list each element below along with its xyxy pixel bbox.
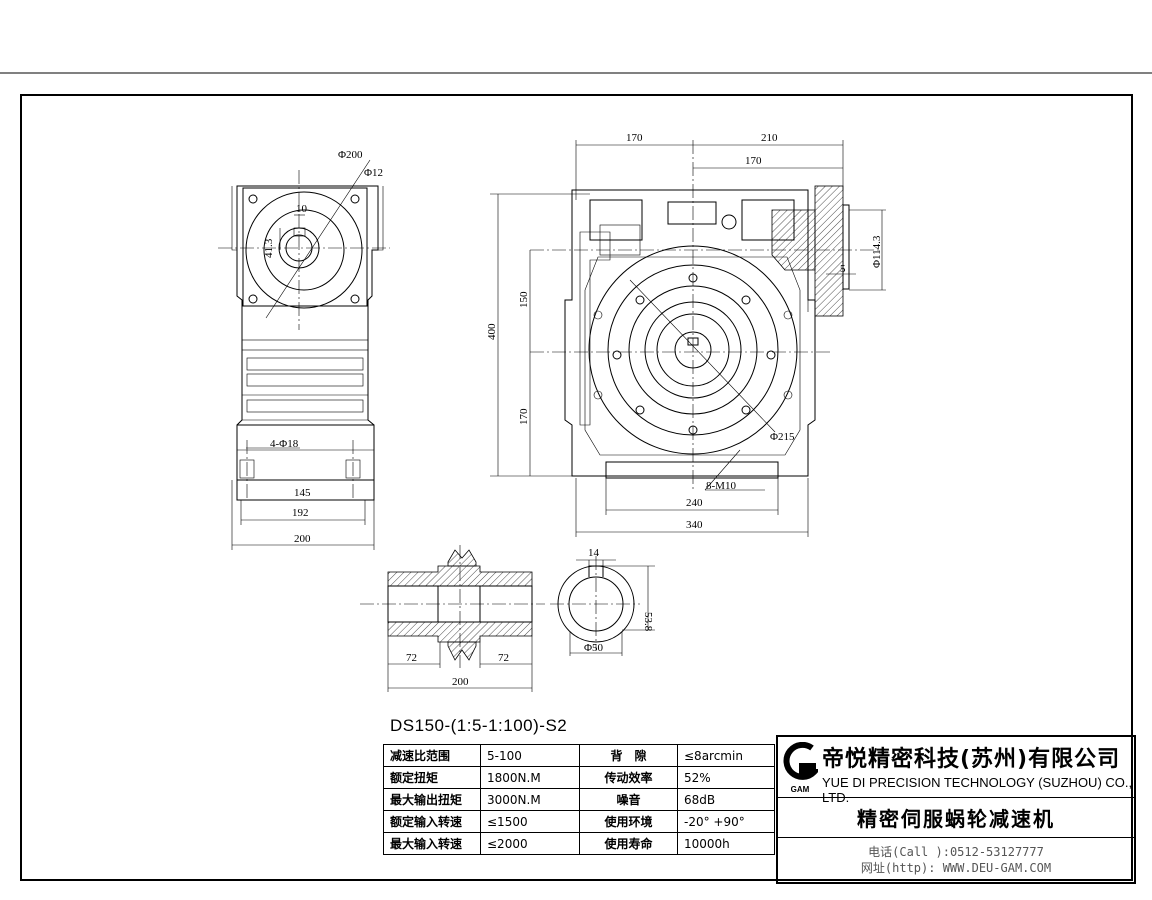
spec-value: 5-100: [480, 744, 580, 767]
company-logo: GAM: [783, 742, 818, 794]
spec-key: 减速比范围: [383, 744, 481, 767]
model-designation: DS150-(1:5-1:100)-S2: [390, 716, 568, 735]
front-view: [490, 140, 886, 537]
spec-key: 最大输入转速: [383, 832, 481, 855]
dim-8m10: 8-M10: [706, 480, 736, 492]
contact-website: 网址(http): WWW.DEU-GAM.COM: [860, 861, 1052, 875]
spec-row: 最大输入转速 ≤2000 使用寿命 10000h: [383, 832, 775, 855]
dim-front-170: 170: [626, 132, 643, 144]
logo-text: GAM: [791, 785, 810, 794]
dim-240: 240: [686, 497, 703, 509]
spec-key: 噪音: [579, 788, 678, 811]
spec-row: 最大输出扭矩 3000N.M 噪音 68dB: [383, 788, 775, 811]
spec-key: 传动效率: [579, 766, 678, 789]
spec-key: 额定输入转速: [383, 810, 481, 833]
spec-key: 背 隙: [579, 744, 678, 767]
spec-value: ≤8arcmin: [677, 744, 775, 767]
divider: [778, 797, 1134, 798]
dim-150: 150: [518, 291, 530, 308]
product-name: 精密伺服蜗轮减速机: [857, 807, 1055, 831]
dim-400: 400: [486, 323, 498, 340]
dim-phi12: Φ12: [364, 167, 383, 179]
spec-value: 10000h: [677, 832, 775, 855]
spec-key: 最大输出扭矩: [383, 788, 481, 811]
bore-view: [550, 556, 655, 656]
drawing-frame: [20, 94, 1133, 881]
dim-192: 192: [292, 507, 309, 519]
dim-key-10: 10: [296, 203, 308, 215]
dim-170-left: 170: [518, 408, 530, 425]
dim-phi200: Φ200: [338, 149, 363, 161]
dim-114-3: Φ114.3: [871, 235, 883, 268]
shaft-view: [360, 545, 545, 692]
side-view: [218, 159, 390, 550]
title-block: GAM 帝悦精密科技(苏州)有限公司 YUE DI PRECISION TECH…: [776, 735, 1136, 884]
company-name-cn: 帝悦精密科技(苏州)有限公司: [822, 747, 1121, 772]
divider: [778, 837, 1134, 838]
dim-145: 145: [294, 487, 311, 499]
spec-table: 减速比范围 5-100 背 隙 ≤8arcmin 额定扭矩 1800N.M 传动…: [383, 744, 775, 855]
spec-key: 额定扭矩: [383, 766, 481, 789]
dim-bore-14: 14: [588, 547, 600, 559]
dim-holes: 4-Φ18: [270, 438, 299, 450]
spec-value: -20° +90°: [677, 810, 775, 833]
dim-215: Φ215: [770, 431, 795, 443]
dim-front-210: 210: [761, 132, 778, 144]
dim-41-3: 41.3: [263, 238, 275, 258]
spec-row: 额定扭矩 1800N.M 传动效率 52%: [383, 766, 775, 789]
dim-bore-50: Φ50: [584, 642, 604, 654]
dim-340: 340: [686, 519, 703, 531]
spec-value: 1800N.M: [480, 766, 580, 789]
spec-value: 3000N.M: [480, 788, 580, 811]
dim-bore-53-8: 53.8: [642, 612, 654, 632]
contact-phone: 电话(Call ):0512-53127777: [868, 845, 1044, 859]
spec-value: 52%: [677, 766, 775, 789]
dim-shaft-72b: 72: [498, 652, 509, 664]
spec-value: 68dB: [677, 788, 775, 811]
dim-front-170b: 170: [745, 155, 762, 167]
spec-value: ≤1500: [480, 810, 580, 833]
spec-value: ≤2000: [480, 832, 580, 855]
dim-5: 5: [840, 263, 846, 275]
company-name-en: YUE DI PRECISION TECHNOLOGY (SUZHOU) CO.…: [822, 775, 1133, 805]
spec-row: 额定输入转速 ≤1500 使用环境 -20° +90°: [383, 810, 775, 833]
spec-key: 使用环境: [579, 810, 678, 833]
dim-shaft-72a: 72: [406, 652, 417, 664]
dim-200: 200: [294, 533, 311, 545]
spec-key: 使用寿命: [579, 832, 678, 855]
dim-shaft-200: 200: [452, 676, 469, 688]
spec-row: 减速比范围 5-100 背 隙 ≤8arcmin: [383, 744, 775, 767]
